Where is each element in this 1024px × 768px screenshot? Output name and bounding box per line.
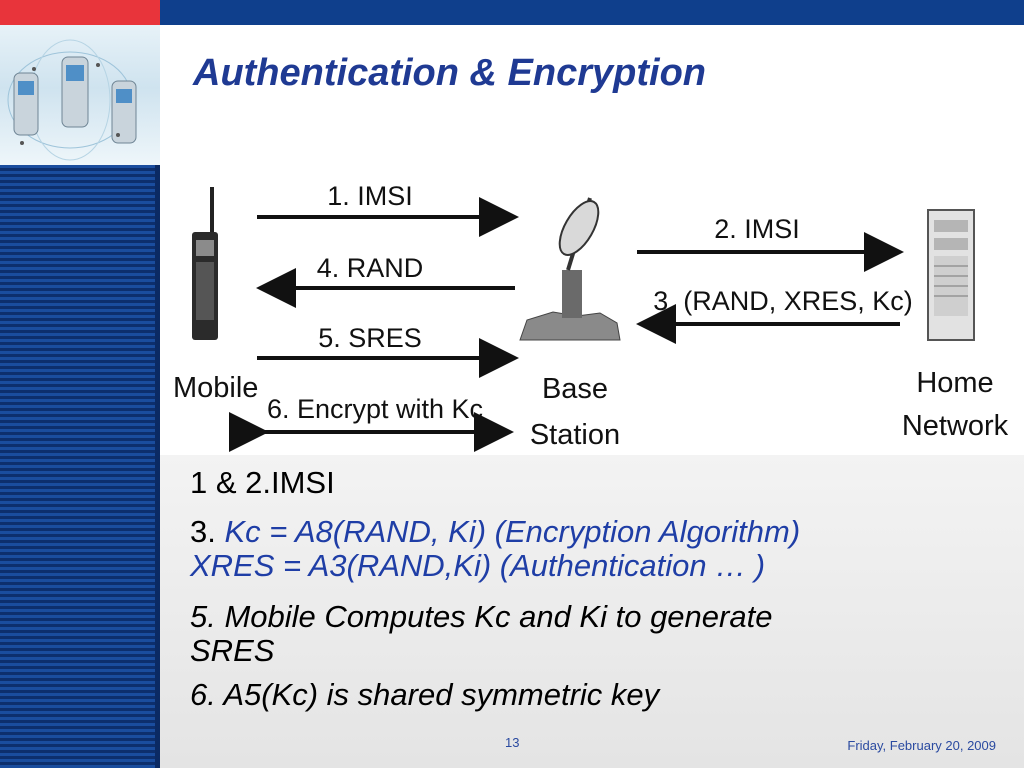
xres-formula: XRES = A3(RAND,Ki) (Authentication … ): [190, 548, 766, 583]
gsm-authentication-diagram: Mobile Base Station Home Network 1. IMSI…: [173, 181, 1009, 452]
message-6-label: 6. Encrypt with Kc: [267, 394, 483, 424]
message-3-label: 3. (RAND, XRES, Kc): [653, 286, 913, 316]
bullet-sres: 5. Mobile Computes Kc and Ki to generate…: [190, 600, 772, 668]
phone-icon: [61, 56, 89, 128]
sres-line1: 5. Mobile Computes Kc and Ki to generate: [190, 599, 773, 634]
top-bar-accent: [0, 0, 160, 25]
sidebar-edge: [155, 165, 160, 768]
footer-date: Friday, February 20, 2009: [847, 738, 996, 753]
sres-line2: SRES: [190, 633, 275, 668]
content-panel: [160, 455, 1024, 768]
message-2-label: 2. IMSI: [714, 214, 800, 244]
base-station-label-line1: Base: [542, 373, 608, 405]
kc-formula: Kc = A8(RAND, Ki) (Encryption Algorithm): [224, 514, 801, 549]
slide-title: Authentication & Encryption: [193, 52, 706, 94]
mobile-label: Mobile: [173, 372, 258, 404]
message-4-label: 4. RAND: [317, 253, 424, 283]
bullet-number: 3.: [190, 514, 216, 549]
sidebar-stripes: [0, 165, 160, 768]
bullet-kc-xres: 3. Kc = A8(RAND, Ki) (Encryption Algorit…: [190, 515, 800, 583]
phone-icon: [13, 72, 39, 136]
mobile-phone-icon: [192, 187, 218, 340]
mobile-phones-graphic: [0, 25, 160, 165]
home-network-label-line1: Home: [916, 367, 993, 399]
home-network-label-line2: Network: [902, 410, 1009, 442]
phone-icon: [111, 80, 137, 144]
message-1-label: 1. IMSI: [327, 181, 413, 211]
top-bar: [160, 0, 1024, 25]
server-icon: [927, 209, 975, 341]
message-5-label: 5. SRES: [318, 323, 422, 353]
bullet-a5: 6. A5(Kc) is shared symmetric key: [190, 677, 660, 712]
page-number: 13: [505, 735, 520, 750]
base-station-label-line2: Station: [530, 419, 620, 451]
bullet-imsi: 1 & 2.IMSI: [190, 465, 335, 500]
base-station-icon: [519, 197, 621, 341]
